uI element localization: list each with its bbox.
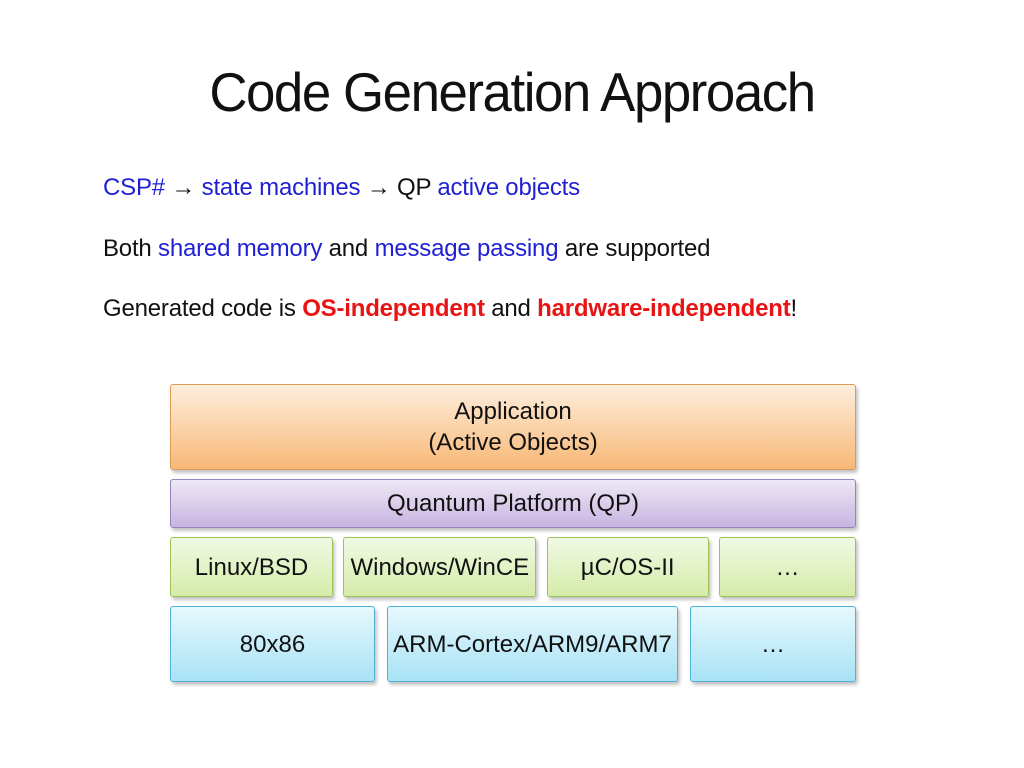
hw-box-label: ARM-Cortex/ARM9/ARM7 [393, 630, 672, 658]
text-segment: ! [790, 295, 798, 322]
text-segment: and [484, 295, 538, 322]
intro-line-csp-flow: CSP# → state machines → QP active object… [103, 172, 580, 204]
text-segment: are supported [564, 235, 711, 262]
text-segment: and [328, 235, 375, 262]
flow-arrow-icon: → [366, 174, 398, 201]
hw-box-80x86: 80x86 [170, 606, 375, 682]
active-objects-label: active objects [437, 174, 580, 201]
shared-memory-label: shared memory [158, 235, 329, 262]
active-objects-sublabel: (Active Objects) [428, 429, 598, 456]
os-box-windows-wince: Windows/WinCE [343, 537, 537, 597]
qp-label: QP [397, 174, 438, 201]
hw-box-label: … [761, 630, 785, 658]
os-box-label: … [775, 553, 800, 581]
message-passing-label: message passing [374, 235, 565, 262]
application-layer-box: Application (Active Objects) [170, 384, 856, 470]
intro-line-memory-passing: Both shared memory and message passing a… [103, 233, 711, 265]
stack-diagram: Application (Active Objects) Quantum Pla… [170, 384, 856, 682]
flow-arrow-icon: → [171, 174, 202, 201]
state-machines-label: state machines [201, 174, 367, 201]
os-box-label: Linux/BSD [194, 553, 309, 581]
application-label: Application [454, 398, 572, 425]
hw-box-arm: ARM-Cortex/ARM9/ARM7 [387, 606, 678, 682]
os-box-linux-bsd: Linux/BSD [170, 537, 333, 597]
os-box-ellipsis: … [718, 537, 856, 597]
text-segment: Both [103, 235, 159, 262]
quantum-platform-box: Quantum Platform (QP) [170, 479, 856, 528]
os-independent-label: OS-independent [302, 295, 485, 322]
hw-box-ellipsis: … [690, 606, 856, 682]
csp-label: CSP# [103, 174, 172, 201]
os-box-ucos: µC/OS-II [546, 537, 709, 597]
hardware-layer-row: 80x86 ARM-Cortex/ARM9/ARM7 … [170, 606, 856, 682]
slide-title: Code Generation Approach [209, 61, 816, 123]
intro-line-independence: Generated code is OS-independent and har… [103, 293, 797, 325]
hardware-independent-label: hardware-independent [537, 295, 791, 322]
text-segment: Generated code is [103, 295, 303, 322]
quantum-platform-label: Quantum Platform (QP) [386, 490, 640, 517]
os-layer-row: Linux/BSD Windows/WinCE µC/OS-II … [170, 537, 856, 597]
hw-box-label: 80x86 [239, 630, 306, 658]
os-box-label: Windows/WinCE [350, 553, 530, 581]
os-box-label: µC/OS-II [580, 553, 675, 581]
